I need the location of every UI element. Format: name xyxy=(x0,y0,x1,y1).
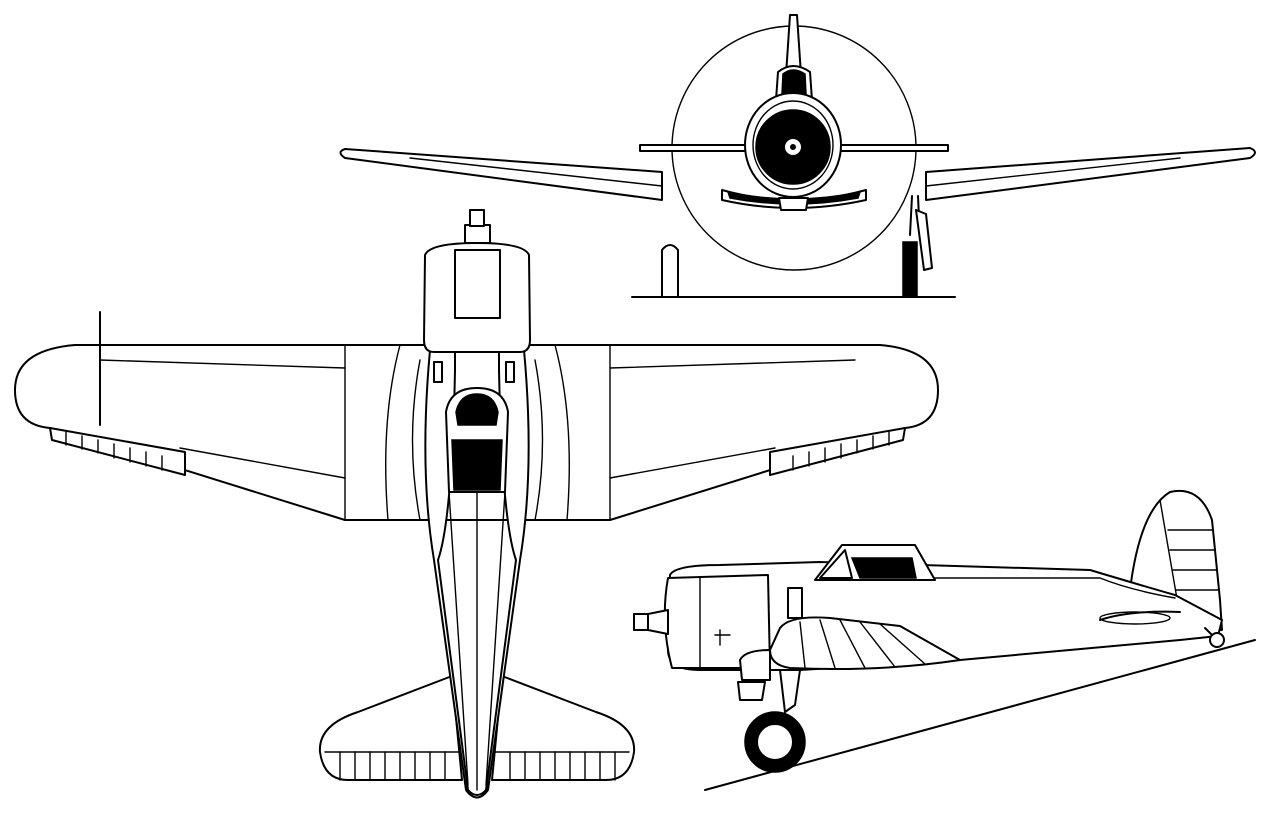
side-decking-line xyxy=(934,577,1176,599)
top-prop-hub xyxy=(469,209,485,227)
front-view xyxy=(339,14,1256,298)
top-right-exhaust xyxy=(505,361,515,383)
side-tailwheel xyxy=(1209,632,1225,648)
top-spine-right xyxy=(485,491,506,786)
side-belly-intake xyxy=(739,649,771,681)
top-left-fillet-2 xyxy=(411,359,421,521)
side-wing xyxy=(769,616,961,670)
side-view xyxy=(633,489,1256,791)
front-right-wing-line xyxy=(925,157,1181,187)
front-left-gear-fairing xyxy=(661,244,679,298)
front-right-wheel xyxy=(902,241,918,298)
top-spine-left xyxy=(448,491,469,786)
top-elevator-ribs xyxy=(339,751,616,781)
spinner-hub xyxy=(790,144,796,150)
side-spinner xyxy=(647,609,669,635)
top-right-aileron xyxy=(769,427,906,476)
side-ground-line xyxy=(704,639,1256,791)
side-gear-door xyxy=(737,681,766,701)
side-canopy-glass xyxy=(850,557,917,579)
front-left-wing xyxy=(339,148,663,201)
side-cockpit-step xyxy=(787,587,803,619)
side-tailplane xyxy=(1099,610,1181,621)
top-left-aileron xyxy=(49,427,186,476)
top-right-tailplane xyxy=(491,675,636,781)
side-gear-leg xyxy=(779,669,801,713)
top-wing-left-flap-line xyxy=(179,447,346,479)
top-right-fillet xyxy=(554,344,570,521)
top-cowling-center xyxy=(454,249,501,319)
top-canopy-glass xyxy=(451,439,503,491)
side-cowling xyxy=(663,574,771,669)
top-left-exhaust xyxy=(433,361,443,383)
top-wing-right-panel-line xyxy=(609,359,856,369)
front-canopy-glass xyxy=(781,69,807,95)
top-left-tailplane xyxy=(318,675,463,781)
front-oil-cooler xyxy=(778,197,809,211)
top-wing-right-flap-line xyxy=(609,447,776,479)
top-right-fillet-2 xyxy=(534,359,544,521)
top-view xyxy=(14,209,939,799)
front-wing-root-shadow xyxy=(726,190,862,205)
top-left-fillet xyxy=(385,344,401,521)
front-left-wing-line xyxy=(409,157,663,187)
side-wing-fairing-lines xyxy=(799,619,926,669)
side-rudder-ribs xyxy=(1167,529,1219,591)
side-tailplane-section xyxy=(1099,611,1171,625)
front-right-wing xyxy=(925,147,1256,201)
top-windscreen xyxy=(455,393,499,426)
top-aileron-ribs xyxy=(65,431,890,471)
side-windscreen xyxy=(819,549,853,579)
side-prop-hub xyxy=(633,613,649,631)
top-spinner xyxy=(464,224,491,244)
front-cowling-inner xyxy=(752,100,834,190)
front-right-gear-door xyxy=(915,209,933,271)
top-wing-left-panel-line xyxy=(99,359,346,369)
side-main-wheel-hub xyxy=(756,723,794,761)
